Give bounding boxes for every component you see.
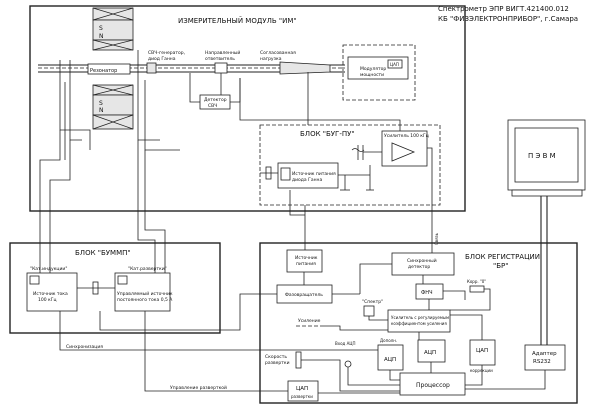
lowpass-filter-box xyxy=(415,283,444,300)
dc-source-icon xyxy=(117,275,128,285)
sync-signal-label: Синхронизация xyxy=(66,344,103,350)
current-source-icon xyxy=(29,275,40,285)
registration-block: БЛОК РЕГИСТРАЦИИ "БР" Источник питания С… xyxy=(259,232,578,404)
modulator-dac-box xyxy=(387,59,403,69)
variable-gain-label-2: коэффициентом усиления xyxy=(391,321,447,326)
coupler-label-2: ответвитель xyxy=(205,57,235,62)
registration-title-1: БЛОК РЕГИСТРАЦИИ xyxy=(465,253,540,261)
matched-load-wedge xyxy=(279,61,331,75)
measurement-module-title: ИЗМЕРИТЕЛЬНЫЙ МОДУЛЬ "ИМ" xyxy=(178,16,297,25)
pevm-label: П Э В М xyxy=(528,152,556,160)
gunn-power-label-2: диода Ганна xyxy=(292,177,322,183)
power-supply-label-2: питания xyxy=(296,262,316,267)
detector-label-2: СВЧ xyxy=(208,103,217,109)
correction-dac-box xyxy=(469,339,496,366)
load-label-1: Согласованная xyxy=(260,50,296,56)
magnet-pole-bottom: S N xyxy=(92,84,134,130)
zero-correction-label: Корр. "0" xyxy=(467,279,486,284)
gunn-power-label-1: Источник питания xyxy=(292,171,336,177)
processor-box xyxy=(399,372,466,396)
spectrum-label: "Спектр" xyxy=(362,299,383,305)
sweep-speed-potentiometer xyxy=(295,351,302,369)
adc-input-connector xyxy=(344,360,352,368)
current-source-label-2: 100 кГц xyxy=(38,297,57,303)
bug-pu-title: БЛОК "БУГ-ПУ" xyxy=(300,130,355,138)
sync-detector-box xyxy=(391,252,455,276)
power-supply-box xyxy=(286,249,323,273)
sweep-coil-label: "Кат.развертки" xyxy=(128,266,167,272)
modulator-label-2: мощности xyxy=(360,73,384,78)
gunn-generator-box xyxy=(146,62,157,74)
correction-dac-caption: коррекции xyxy=(470,368,493,373)
directional-coupler-box xyxy=(214,62,228,74)
gunn-power-icon xyxy=(280,167,291,181)
modulator-label-1: Модулятор xyxy=(360,66,386,72)
modulator-dac-label: ЦАП xyxy=(390,62,399,67)
link-label: Связь xyxy=(434,232,439,245)
detector-label-1: Детектор xyxy=(204,97,227,103)
pole-label-s-bottom: S xyxy=(99,100,103,107)
header-title: Спектрометр ЭПР ВИГТ.421400.012 xyxy=(438,5,569,13)
amplifier-triangle xyxy=(391,142,416,162)
sweep-speed-label-1: Скорость xyxy=(265,354,287,360)
sweep-dac-label: ЦАП xyxy=(296,386,308,392)
induction-coil-label: "Кат.индукции" xyxy=(30,266,67,272)
sweep-control-label: Управление разверткой xyxy=(170,384,227,391)
resonator-label: Резонатор xyxy=(90,68,117,74)
sweep-speed-label-2: развертки xyxy=(265,361,290,366)
pole-label-s-top: S xyxy=(99,25,103,32)
pole-label-n-bottom: N xyxy=(99,107,104,114)
adc-input-label: Вход АЦП xyxy=(335,341,355,346)
dc-source-label-1: Управляемый источник xyxy=(117,290,173,297)
resonator-box xyxy=(87,63,131,75)
dc-source-label-2: постоянного тока 0,5 А xyxy=(117,297,173,303)
spectrum-jack-icon xyxy=(363,305,375,317)
power-supply-label-1: Источник xyxy=(295,255,318,261)
bummp-block: БЛОК "БУММП" "Кат.индукции" "Кат.разверт… xyxy=(9,242,221,334)
rs232-label-2: RS232 xyxy=(533,359,551,365)
lowpass-filter-label: ФНЧ xyxy=(421,290,433,296)
correction-dac-label: ЦАП xyxy=(476,348,488,354)
coupler-label-1: Направленный xyxy=(205,49,240,56)
bug-pu-block xyxy=(259,124,441,206)
amplifier-100khz-label: Усилитель 100 кГц xyxy=(384,133,429,139)
magnet-pole-top: S N xyxy=(92,7,134,51)
power-modulator-frame xyxy=(342,44,416,101)
gunn-generator-label-2: диод Ганна xyxy=(148,56,176,62)
sync-detector-label-1: Синхронный xyxy=(407,257,437,264)
processor-label: Процессор xyxy=(416,382,450,389)
measurement-module-block: ИЗМЕРИТЕЛЬНЫЙ МОДУЛЬ "ИМ" S N Резонатор … xyxy=(29,5,466,212)
adc-main-label: АЦП xyxy=(424,350,436,356)
registration-title-2: "БР" xyxy=(493,262,508,270)
extra-adc-label: Дополн. xyxy=(380,338,397,343)
adc-aux-label: АЦП xyxy=(384,357,396,363)
bummp-title: БЛОК "БУММП" xyxy=(75,249,131,257)
gain-label: Усиление xyxy=(298,318,321,324)
rs232-adapter-box xyxy=(524,344,566,371)
sync-detector-label-2: детектор xyxy=(408,265,430,270)
header-maker: КБ "ФИЗЭЛЕКТРОНПРИБОР", г.Самара xyxy=(438,15,578,23)
waveguide-line: Резонатор xyxy=(38,61,345,75)
adc-aux-box xyxy=(377,344,404,371)
current-source-label-1: Источник тока xyxy=(33,291,68,297)
gunn-generator-label-1: СВЧ-генератор, xyxy=(148,50,185,56)
rs232-label-1: Адаптер xyxy=(532,351,557,357)
zero-correction-knob xyxy=(469,285,485,293)
variable-gain-label-1: Усилитель с регулируемым xyxy=(391,315,449,320)
load-label-2: нагрузка xyxy=(260,57,282,62)
adc-main-box xyxy=(417,339,446,363)
sweep-dac-caption: развертки xyxy=(291,394,313,399)
phase-shifter-label: Фазовращатель xyxy=(285,292,323,298)
pole-label-n-top: N xyxy=(99,33,104,40)
pevm-computer: П Э В М xyxy=(507,119,586,345)
